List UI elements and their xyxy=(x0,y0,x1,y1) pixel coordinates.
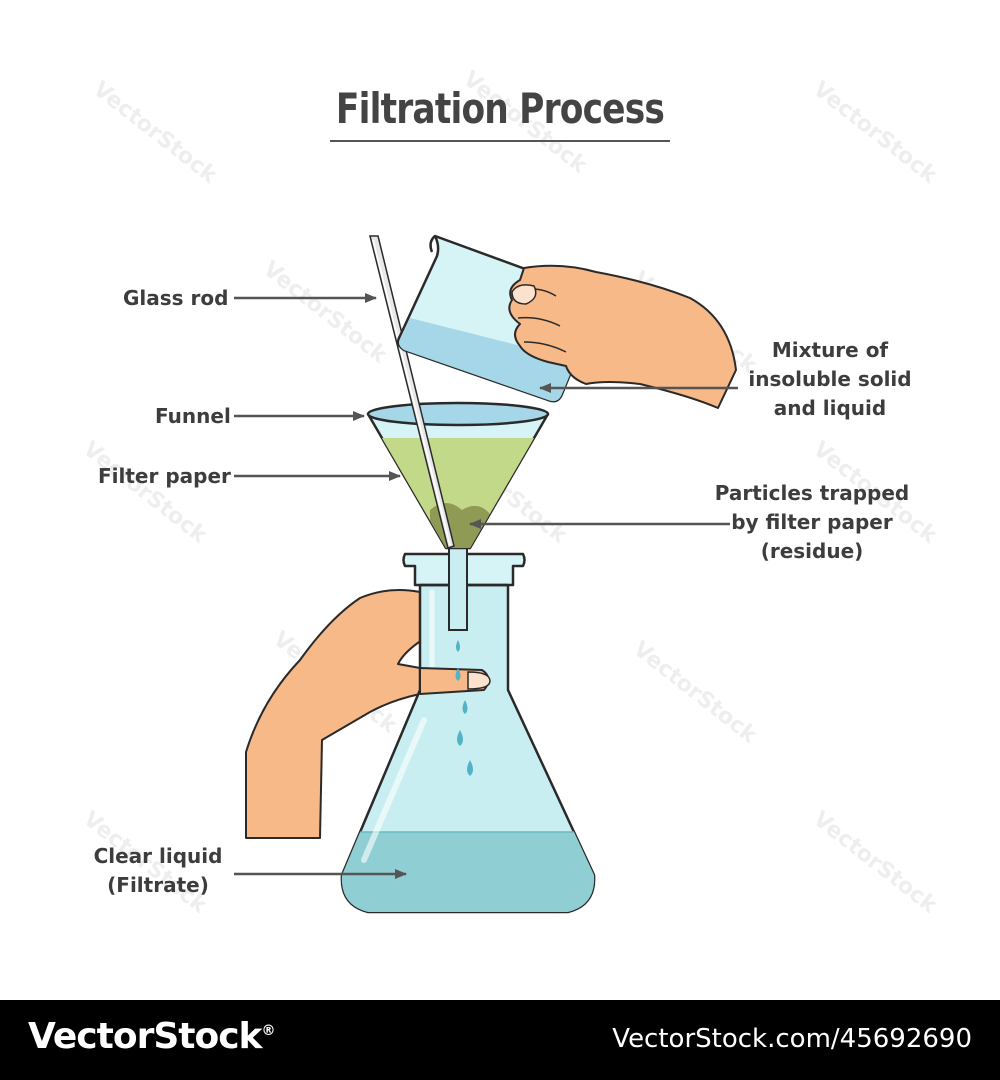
footer-bar: VectorStock® VectorStock.com/45692690 xyxy=(0,1000,1000,1080)
label-arrows xyxy=(234,293,738,879)
label-residue-line-2: by filter paper xyxy=(731,510,893,534)
label-funnel: Funnel xyxy=(155,404,231,428)
filtrate-drops xyxy=(455,640,473,776)
label-mixture-line-3: and liquid xyxy=(773,396,887,420)
label-glass-rod: Glass rod xyxy=(123,286,229,310)
footer-brand-name: VectorStock xyxy=(28,1016,262,1057)
label-filtrate: Clear liquid (Filtrate) xyxy=(88,842,228,900)
diagram: VectorStock VectorStock VectorStock Vect… xyxy=(78,67,941,919)
label-mixture: Mixture of insoluble solid and liquid xyxy=(745,336,915,423)
glass-rod-illustration xyxy=(369,235,455,549)
hand-right-illustration xyxy=(508,264,737,409)
label-filtrate-line-1: Clear liquid xyxy=(93,844,223,868)
title-underline xyxy=(330,140,670,142)
apparatus-illustration xyxy=(234,234,738,914)
label-residue: Particles trapped by filter paper (resid… xyxy=(712,479,912,566)
funnel-stem xyxy=(448,545,468,631)
label-residue-line-3: (residue) xyxy=(760,539,864,563)
page-title: Filtration Process xyxy=(335,84,665,133)
label-filter-paper: Filter paper xyxy=(98,464,231,488)
registered-mark: ® xyxy=(261,1023,276,1039)
filtrate-liquid xyxy=(341,832,595,912)
funnel-illustration xyxy=(366,401,550,550)
label-residue-line-1: Particles trapped xyxy=(714,481,910,505)
label-mixture-line-1: Mixture of xyxy=(771,338,889,362)
footer-brand: VectorStock® xyxy=(28,1016,276,1057)
footer-url: VectorStock.com/45692690 xyxy=(612,1024,972,1054)
label-mixture-line-2: insoluble solid xyxy=(748,367,912,391)
label-filtrate-line-2: (Filtrate) xyxy=(107,873,209,897)
